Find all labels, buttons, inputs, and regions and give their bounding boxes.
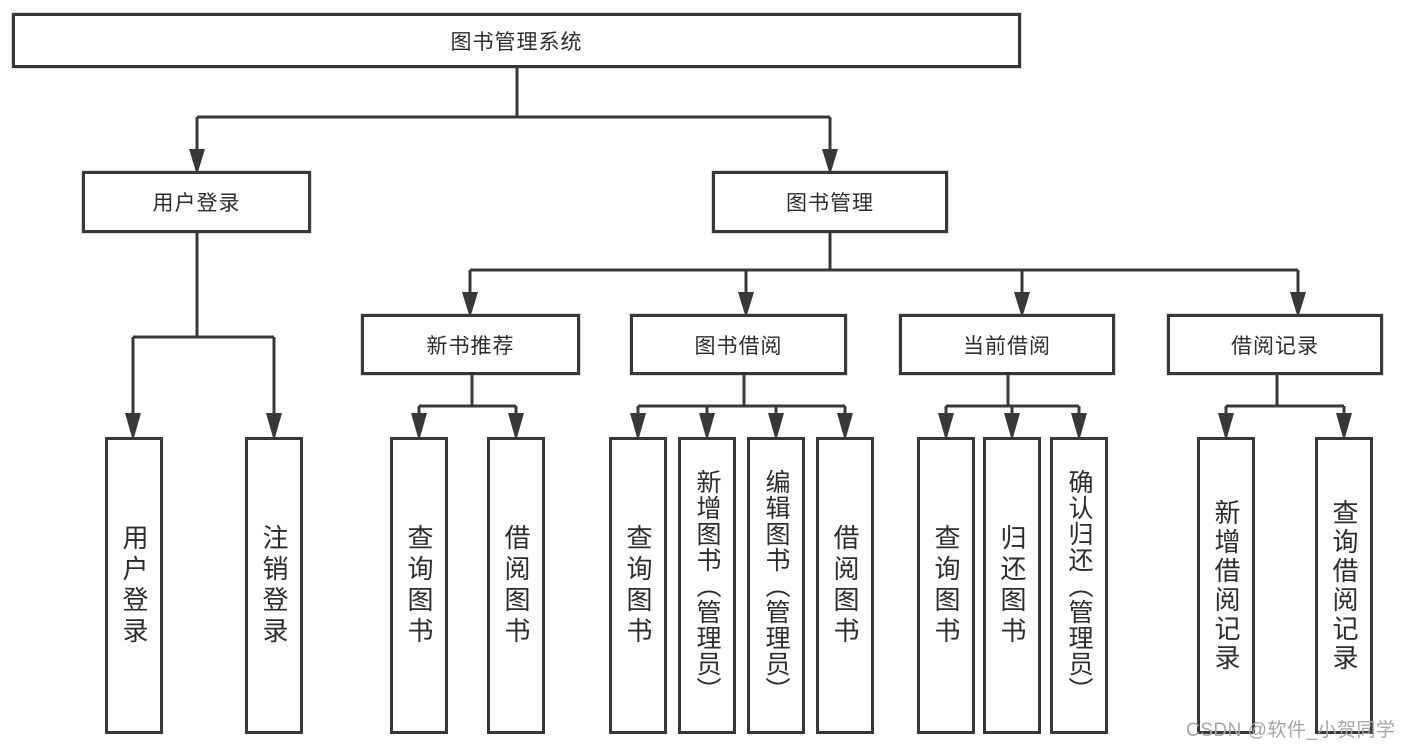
leaf-br-add-record: 新增借阅记录 (1197, 437, 1255, 734)
connector-new-book-rec-to-leaves (411, 375, 524, 441)
connector-current-borrow-to-leaves (938, 375, 1087, 441)
arrowhead (768, 413, 784, 441)
arrowhead (189, 149, 205, 175)
arrowhead (1004, 413, 1020, 441)
connector-line (636, 375, 847, 414)
leaf-cb-query-books: 查询图书 (917, 437, 975, 734)
leaf-cb-return-books: 归还图书 (983, 437, 1041, 734)
connector-line (195, 68, 832, 150)
node-book-borrow: 图书借阅 (630, 314, 847, 375)
connector-book-mgmt-to-level3 (462, 233, 1306, 318)
connector-line (417, 375, 518, 414)
arrowhead (508, 413, 524, 441)
arrowhead (125, 413, 141, 441)
leaf-bb-edit-books-admin: 编辑图书（管理员） (747, 437, 805, 734)
leaf-bb-add-books-admin: 新增图书（管理员） (678, 437, 736, 734)
node-book-mgmt: 图书管理 (712, 171, 948, 233)
connector-borrow-records-to-leaves (1218, 375, 1352, 441)
leaf-bb-query-books: 查询图书 (609, 437, 667, 734)
arrowhead (738, 292, 754, 318)
connector-line (944, 375, 1081, 414)
node-root: 图书管理系统 (12, 13, 1021, 68)
leaf-cb-confirm-return-admin: 确认归还（管理员） (1050, 437, 1108, 734)
arrowhead (699, 413, 715, 441)
arrowhead (266, 413, 282, 441)
node-user-login: 用户登录 (82, 171, 311, 233)
arrowhead (630, 413, 646, 441)
arrowhead (938, 413, 954, 441)
arrowhead (411, 413, 427, 441)
node-new-book-rec: 新书推荐 (361, 314, 580, 375)
arrowhead (1014, 292, 1030, 318)
arrowhead (1218, 413, 1234, 441)
arrowhead (1290, 292, 1306, 318)
leaf-nbr-borrow-books: 借阅图书 (487, 437, 545, 734)
arrowhead (1071, 413, 1087, 441)
leaf-nbr-query-books: 查询图书 (390, 437, 448, 734)
connector-user-login-to-leaves (125, 233, 282, 441)
node-current-borrow: 当前借阅 (899, 314, 1115, 375)
leaf-br-query-record: 查询借阅记录 (1315, 437, 1373, 734)
leaf-logout: 注销登录 (245, 437, 303, 734)
node-borrow-records: 借阅记录 (1167, 314, 1383, 375)
leaf-bb-borrow-books: 借阅图书 (816, 437, 874, 734)
leaf-user-login: 用户登录 (105, 437, 163, 734)
arrowhead (462, 292, 478, 318)
arrowhead (822, 149, 838, 175)
csdn-watermark: CSDN @软件_小贺同学 (1186, 720, 1396, 741)
connector-line (1224, 375, 1346, 414)
connector-line (131, 233, 276, 414)
connector-root-to-level2 (189, 68, 838, 175)
connector-line (468, 233, 1300, 293)
arrowhead (837, 413, 853, 441)
arrowhead (1336, 413, 1352, 441)
connector-book-borrow-to-leaves (630, 375, 853, 441)
